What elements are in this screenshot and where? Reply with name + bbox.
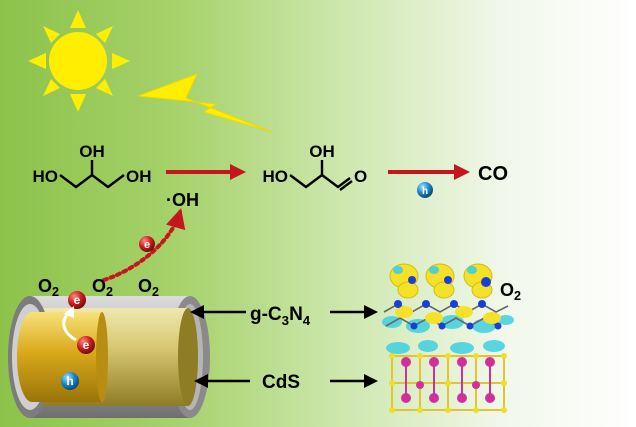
svg-text:e: e — [83, 338, 90, 352]
svg-text:g-C3N4: g-C3N4 — [250, 304, 311, 328]
o2-label-3: O2 — [138, 276, 159, 299]
glyceraldehyde-ho-left: HO — [263, 167, 289, 186]
cds-label: CdS — [194, 372, 378, 393]
nanotube-icon — [8, 296, 210, 418]
g-c3n4-label: g-C3N4 — [190, 304, 378, 328]
hole-icon: h — [417, 182, 433, 198]
crystal-structure-icon — [382, 263, 514, 413]
lightning-icon — [137, 73, 273, 133]
glyceraldehyde-oh-top: OH — [309, 142, 335, 161]
reaction-arrow-1 — [166, 164, 246, 180]
electron-label: e — [144, 239, 150, 251]
sun-icon — [28, 10, 130, 112]
glycerol-oh-top: OH — [79, 142, 105, 161]
svg-text:CdS: CdS — [262, 372, 300, 393]
o2-label-1: O2 — [38, 276, 59, 299]
glycerol-ho-left: HO — [33, 167, 59, 186]
o2-label-structure: O2 — [500, 280, 521, 303]
reaction-arrow-2 — [388, 164, 470, 180]
electron-icon: e — [139, 236, 155, 252]
o2-label-2: O2 — [92, 276, 113, 299]
glycerol-molecule: OH HO OH — [33, 142, 152, 189]
hydroxyl-radical: ·OH — [166, 190, 199, 210]
hole-icon: h — [61, 372, 79, 390]
hole-label: h — [422, 186, 428, 197]
glyceraldehyde-o: O — [354, 167, 367, 186]
glyceraldehyde-molecule: OH HO O — [263, 142, 367, 191]
svg-text:e: e — [74, 293, 81, 307]
carbon-monoxide: CO — [478, 163, 508, 185]
electron-icon: e — [77, 336, 95, 354]
svg-text:h: h — [66, 374, 73, 388]
glycerol-oh-right: OH — [126, 167, 152, 186]
electron-transfer-arrow — [102, 208, 186, 282]
electron-icon: e — [68, 291, 86, 309]
